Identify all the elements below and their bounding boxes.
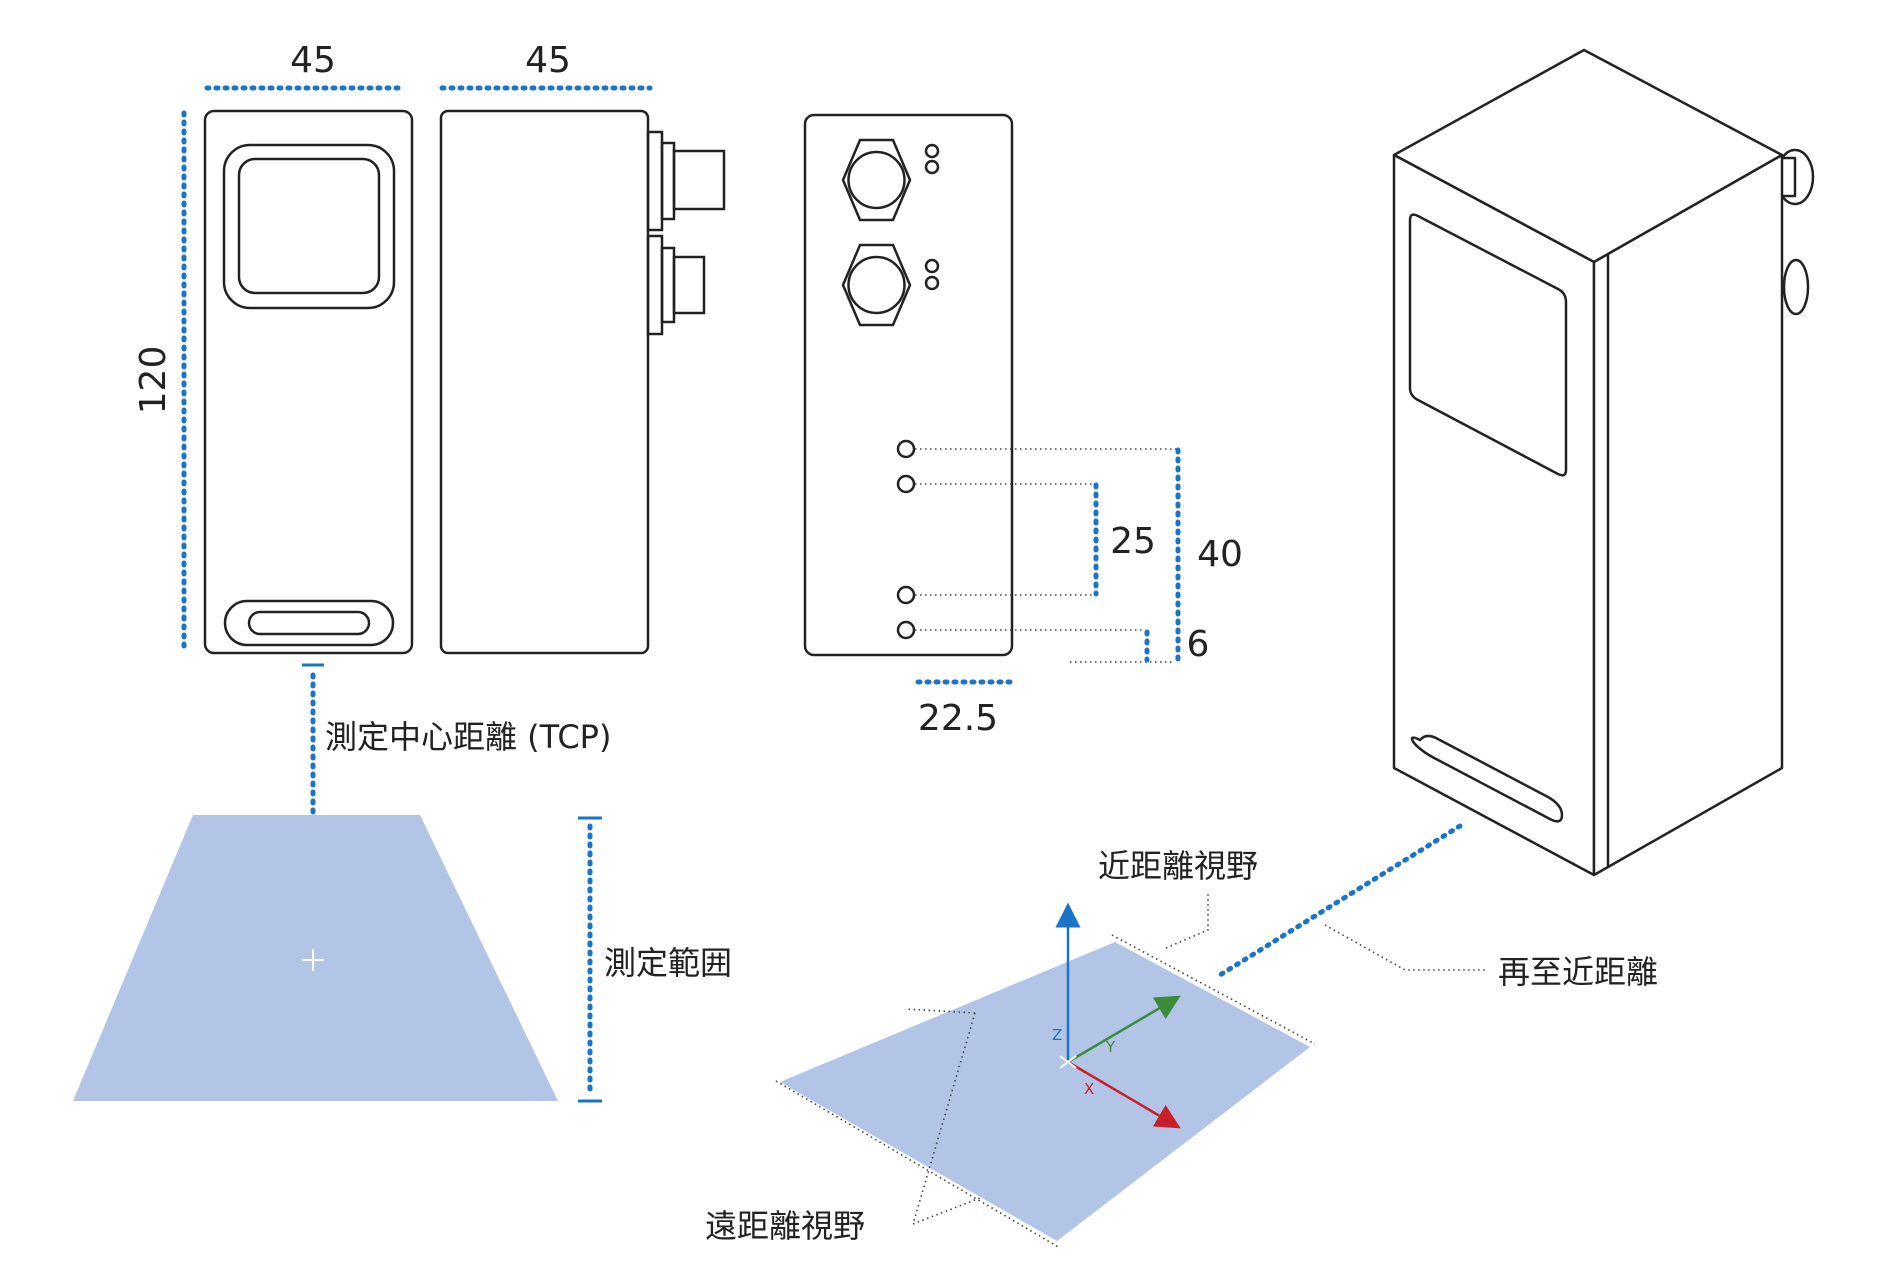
x-axis-label: X xyxy=(1084,1080,1094,1098)
mount-hole-1 xyxy=(896,439,916,459)
emitter-slot-inner xyxy=(247,610,371,636)
front-body xyxy=(203,109,414,655)
near-fov-label: 近距離視野 xyxy=(1098,847,1258,885)
mount-hole-4 xyxy=(896,620,916,640)
dim-hole-offset-bottom: 6 xyxy=(1187,624,1210,665)
field-of-view-plane xyxy=(780,942,1310,1241)
isometric-sensor xyxy=(1392,48,1815,877)
rear-connector-icon xyxy=(1771,148,1815,316)
iso-window xyxy=(1408,213,1568,477)
back-body xyxy=(803,113,1014,657)
dim-width-front: 45 xyxy=(290,40,336,81)
connector-lower-icon xyxy=(646,234,706,336)
front-window-inner xyxy=(237,157,381,295)
side-view xyxy=(439,109,726,655)
dimension-lines xyxy=(181,85,1181,685)
near-fov-leader xyxy=(1165,894,1209,949)
dim-hole-span-inner: 25 xyxy=(1110,521,1156,562)
dim-hole-center-x: 22.5 xyxy=(918,698,998,739)
connector-socket-lower-icon xyxy=(841,243,940,327)
origin-cross-icon xyxy=(1059,1055,1077,1069)
nearest-distance-label: 再至近距離 xyxy=(1498,953,1658,991)
x-axis-arrow xyxy=(1067,1060,1181,1129)
measuring-range-dimension xyxy=(578,816,602,1103)
side-body xyxy=(439,109,650,655)
back-view xyxy=(803,113,1176,663)
z-axis-label: Z xyxy=(1052,1026,1062,1044)
coordinate-axes: Z Y X xyxy=(1052,902,1181,1129)
mount-hole-3 xyxy=(896,585,916,605)
emitter-slot-outer xyxy=(223,599,395,647)
dim-hole-span-outer: 40 xyxy=(1197,534,1243,575)
measure-range-label: 測定範囲 xyxy=(604,944,732,982)
y-axis-label: Y xyxy=(1105,1038,1116,1056)
dim-width-side: 45 xyxy=(525,40,571,81)
dim-height: 120 xyxy=(133,346,174,415)
tcp-center-cross-icon xyxy=(302,949,324,971)
y-axis-arrow xyxy=(1067,995,1181,1064)
nearest-distance-leader xyxy=(1324,924,1486,971)
beam-path xyxy=(1217,823,1463,978)
tcp-label: 測定中心距離 (TCP) xyxy=(325,718,611,756)
front-view xyxy=(203,109,414,655)
connector-upper-icon xyxy=(646,130,726,232)
measuring-range-area xyxy=(73,815,558,1101)
front-window-outer xyxy=(222,143,396,310)
connector-socket-upper-icon xyxy=(841,138,940,222)
mount-hole-2 xyxy=(896,474,916,494)
iso-emitter-slot xyxy=(1410,734,1564,823)
far-fov-label: 遠距離視野 xyxy=(705,1207,865,1245)
iso-side-face xyxy=(1592,153,1784,877)
near-fov-edge xyxy=(1111,934,1316,1045)
